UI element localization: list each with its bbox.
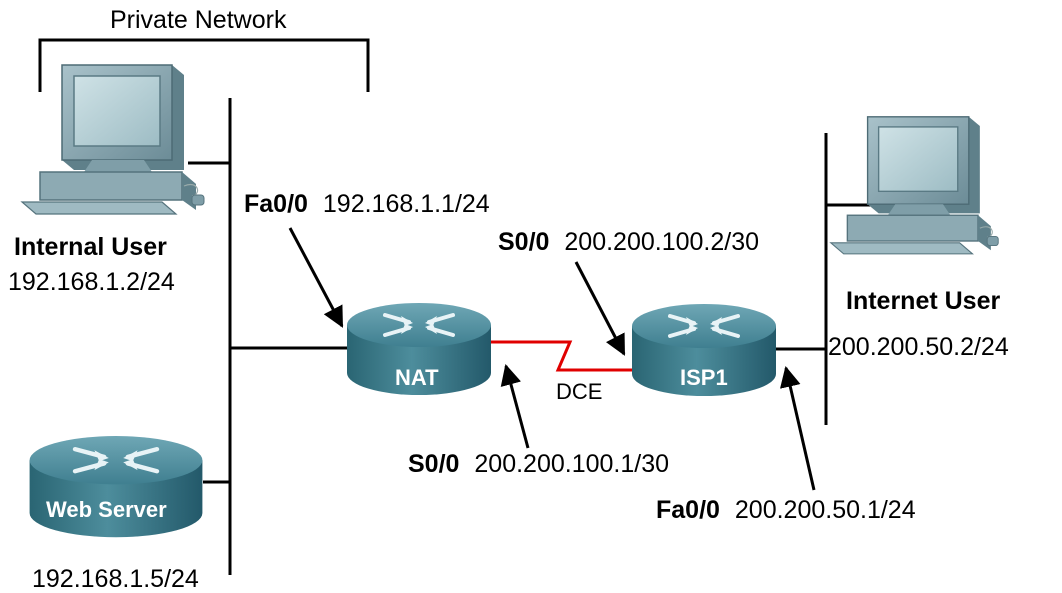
private-lan-backbone	[188, 98, 348, 575]
isp-fa-pointer-arrow	[779, 365, 816, 491]
private-network-label: Private Network	[110, 6, 287, 34]
isp-fa-interface-ip: 200.200.50.1/24	[735, 496, 916, 524]
svg-text:Fa0/0 192.168.1.1/24: Fa0/0 192.168.1.1/24	[244, 190, 490, 218]
nat-serial-interface-ip: 200.200.100.1/30	[474, 450, 669, 478]
nat-serial-pointer-arrow	[500, 363, 530, 449]
internal-user-ip: 192.168.1.2/24	[8, 268, 175, 296]
svg-text:S0/0 200.200.100.1/30: S0/0 200.200.100.1/30	[408, 450, 669, 478]
private-network-bracket	[38, 38, 370, 92]
internal-user-name: Internal User	[14, 233, 167, 261]
isp-fa-interface-name: Fa0/0	[656, 496, 720, 524]
nat-fa-pointer-arrow	[288, 227, 344, 328]
isp-serial-interface-name: S0/0	[498, 228, 549, 256]
svg-text:Fa0/0 200.200.50.1/24: Fa0/0 200.200.50.1/24	[656, 496, 916, 524]
svg-text:S0/0 200.200.100.2/30: S0/0 200.200.100.2/30	[498, 228, 759, 256]
internet-user-ip: 200.200.50.2/24	[828, 333, 1009, 361]
internet-lan-backbone	[775, 133, 882, 425]
web-server-name: Web Server	[46, 497, 167, 522]
nat-serial-interface-name: S0/0	[408, 450, 459, 478]
nat-fa-interface-ip: 192.168.1.1/24	[323, 190, 490, 218]
nat-router-name: NAT	[395, 365, 439, 390]
internet-user-computer-icon	[830, 116, 999, 255]
web-server-ip: 192.168.1.5/24	[32, 565, 199, 593]
web-server-icon	[30, 436, 203, 537]
nat-fa-interface-name: Fa0/0	[244, 190, 308, 218]
internal-user-computer-icon	[21, 64, 205, 215]
isp1-router-name: ISP1	[680, 365, 728, 390]
internet-user-name: Internet User	[846, 287, 1000, 315]
serial-link	[490, 340, 632, 372]
isp-serial-pointer-arrow	[574, 261, 626, 356]
isp-serial-interface-ip: 200.200.100.2/30	[564, 228, 759, 256]
dce-label: DCE	[556, 379, 602, 404]
